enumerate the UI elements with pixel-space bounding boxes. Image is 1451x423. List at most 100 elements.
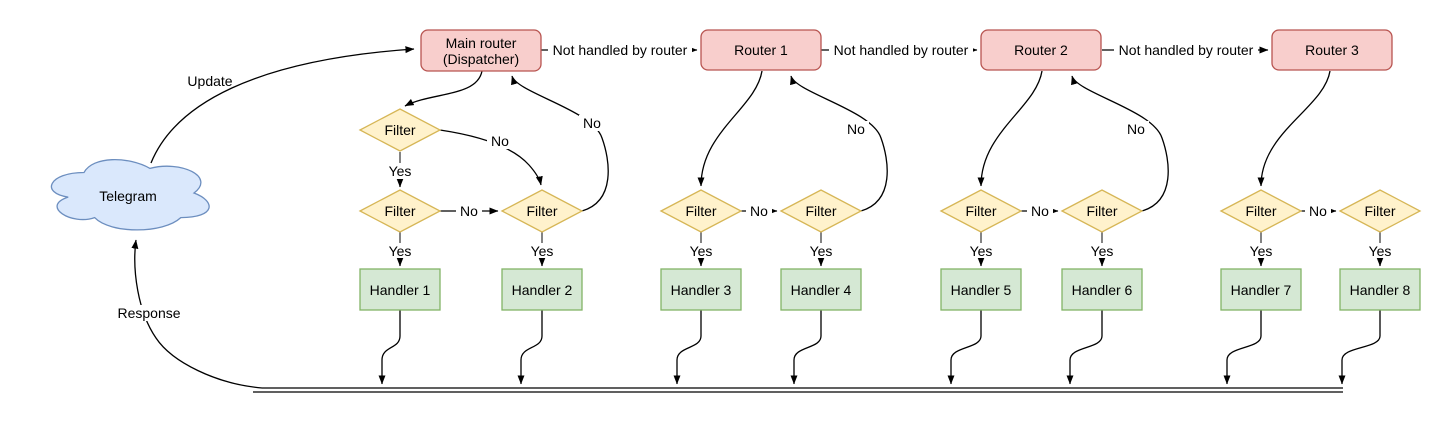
handler-1-box <box>359 268 441 311</box>
handler-7-label: Handler 7 <box>1231 282 1292 298</box>
yes-label: Yes <box>531 243 554 259</box>
handler-4-label: Handler 4 <box>791 282 852 298</box>
edge-response <box>131 239 263 389</box>
handler-8-node: Handler 8 <box>1339 268 1421 311</box>
edge-label-bg <box>1114 42 1258 58</box>
edge-handler4-to-bus <box>790 310 822 385</box>
router-2-box <box>980 29 1102 71</box>
edge-handler3-to-bus <box>673 310 702 385</box>
response-label: Response <box>117 305 180 321</box>
update-label: Update <box>187 73 232 89</box>
yes-label: Yes <box>1369 243 1392 259</box>
handler-2-label: Handler 2 <box>512 282 573 298</box>
filter-diamond <box>779 189 863 233</box>
edge-router1-to-filter <box>697 70 763 187</box>
nodes: Telegram Main router (Dispatcher) Router… <box>50 29 1422 311</box>
handler-7-box <box>1220 268 1302 311</box>
edge-label-bg <box>687 244 715 258</box>
handler-7-node: Handler 7 <box>1220 268 1302 311</box>
edge-dispatcher-to-filter <box>404 70 483 107</box>
filter-node: Filter <box>1060 189 1144 233</box>
yes-label: Yes <box>1091 243 1114 259</box>
edge-handler1-to-bus <box>378 310 401 385</box>
edge-label-bg <box>528 244 556 258</box>
edge-label-bg <box>386 244 414 258</box>
filter-label: Filter <box>805 203 836 219</box>
filter-label: Filter <box>1086 203 1117 219</box>
filter-node: Filter <box>500 189 584 233</box>
handler-2-node: Handler 2 <box>501 268 583 311</box>
edge-label-bg <box>386 164 414 179</box>
edge-filter1b-no-return <box>511 75 609 212</box>
no-label: No <box>750 203 768 219</box>
edge-label-bg <box>1366 244 1394 258</box>
filter-diamond <box>358 189 442 233</box>
dispatcher-label-line2: (Dispatcher) <box>443 51 519 67</box>
handler-1-node: Handler 1 <box>359 268 441 311</box>
yes-label: Yes <box>1250 243 1273 259</box>
handler-8-box <box>1339 268 1421 311</box>
edge-label-bg <box>487 133 513 149</box>
dispatcher-node: Main router (Dispatcher) <box>420 29 542 72</box>
edge-handler2-to-bus <box>517 310 543 385</box>
yes-label: Yes <box>389 243 412 259</box>
edges <box>131 46 1384 393</box>
filter-label: Filter <box>384 203 415 219</box>
edge-label-bg <box>579 115 605 131</box>
filter-node: Filter <box>779 189 863 233</box>
handler-4-box <box>780 268 862 311</box>
router-2-label: Router 2 <box>1014 42 1068 58</box>
no-label: No <box>1127 121 1145 137</box>
telegram-cloud-node: Telegram <box>50 158 210 231</box>
edge-label-bg <box>843 121 869 137</box>
edge-handler5-to-bus <box>947 310 982 385</box>
yes-label: Yes <box>690 243 713 259</box>
no-label: No <box>491 133 509 149</box>
handler-6-label: Handler 6 <box>1072 282 1133 298</box>
cloud-shape <box>50 158 210 231</box>
filter-node: Filter <box>358 189 442 233</box>
filter-diamond <box>1060 189 1144 233</box>
handler-5-node: Handler 5 <box>940 268 1022 311</box>
yes-label: Yes <box>810 243 833 259</box>
handler-6-box <box>1061 268 1143 311</box>
edge-handler8-to-bus <box>1338 310 1381 385</box>
router-3-box <box>1271 29 1393 71</box>
router-1-node: Router 1 <box>700 29 822 71</box>
dispatcher-box <box>420 29 542 72</box>
yes-label: Yes <box>970 243 993 259</box>
handler-5-box <box>940 268 1022 311</box>
filter-label: Filter <box>1364 203 1395 219</box>
filter-diamond <box>659 189 743 233</box>
handler-3-node: Handler 3 <box>660 268 742 311</box>
filter-label: Filter <box>685 203 716 219</box>
filter-node: Filter <box>659 189 743 233</box>
edge-label-bg <box>807 244 835 258</box>
filter-node: Filter <box>1338 189 1422 233</box>
edge-label-bg <box>548 42 692 58</box>
edge-filter3b-no-return <box>1071 75 1169 212</box>
edge-filter0-no <box>439 129 543 186</box>
handler-1-label: Handler 1 <box>370 282 431 298</box>
filter-node: Filter <box>1219 189 1303 233</box>
not-handled-label-2: Not handled by router <box>834 42 969 58</box>
filter-label: Filter <box>1245 203 1276 219</box>
edge-router3-to-filter <box>1257 70 1331 187</box>
filter-diamond <box>500 189 584 233</box>
router-1-label: Router 1 <box>734 42 788 58</box>
edge-labels: Update Response Not handled by router No… <box>114 42 1394 321</box>
edge-handler6-to-bus <box>1066 310 1103 385</box>
edge-router2-to-filter <box>977 70 1043 187</box>
no-label: No <box>1031 203 1049 219</box>
edge-label-bg <box>1305 203 1331 219</box>
router-3-label: Router 3 <box>1305 42 1359 58</box>
edge-label-bg <box>1123 121 1149 137</box>
filter-node: Filter <box>939 189 1023 233</box>
filter-label: Filter <box>384 122 415 138</box>
edge-label-bg <box>1088 244 1116 258</box>
not-handled-label-1: Not handled by router <box>553 42 688 58</box>
handler-3-label: Handler 3 <box>671 282 732 298</box>
dispatcher-label-line1: Main router <box>446 35 517 51</box>
handler-4-node: Handler 4 <box>780 268 862 311</box>
